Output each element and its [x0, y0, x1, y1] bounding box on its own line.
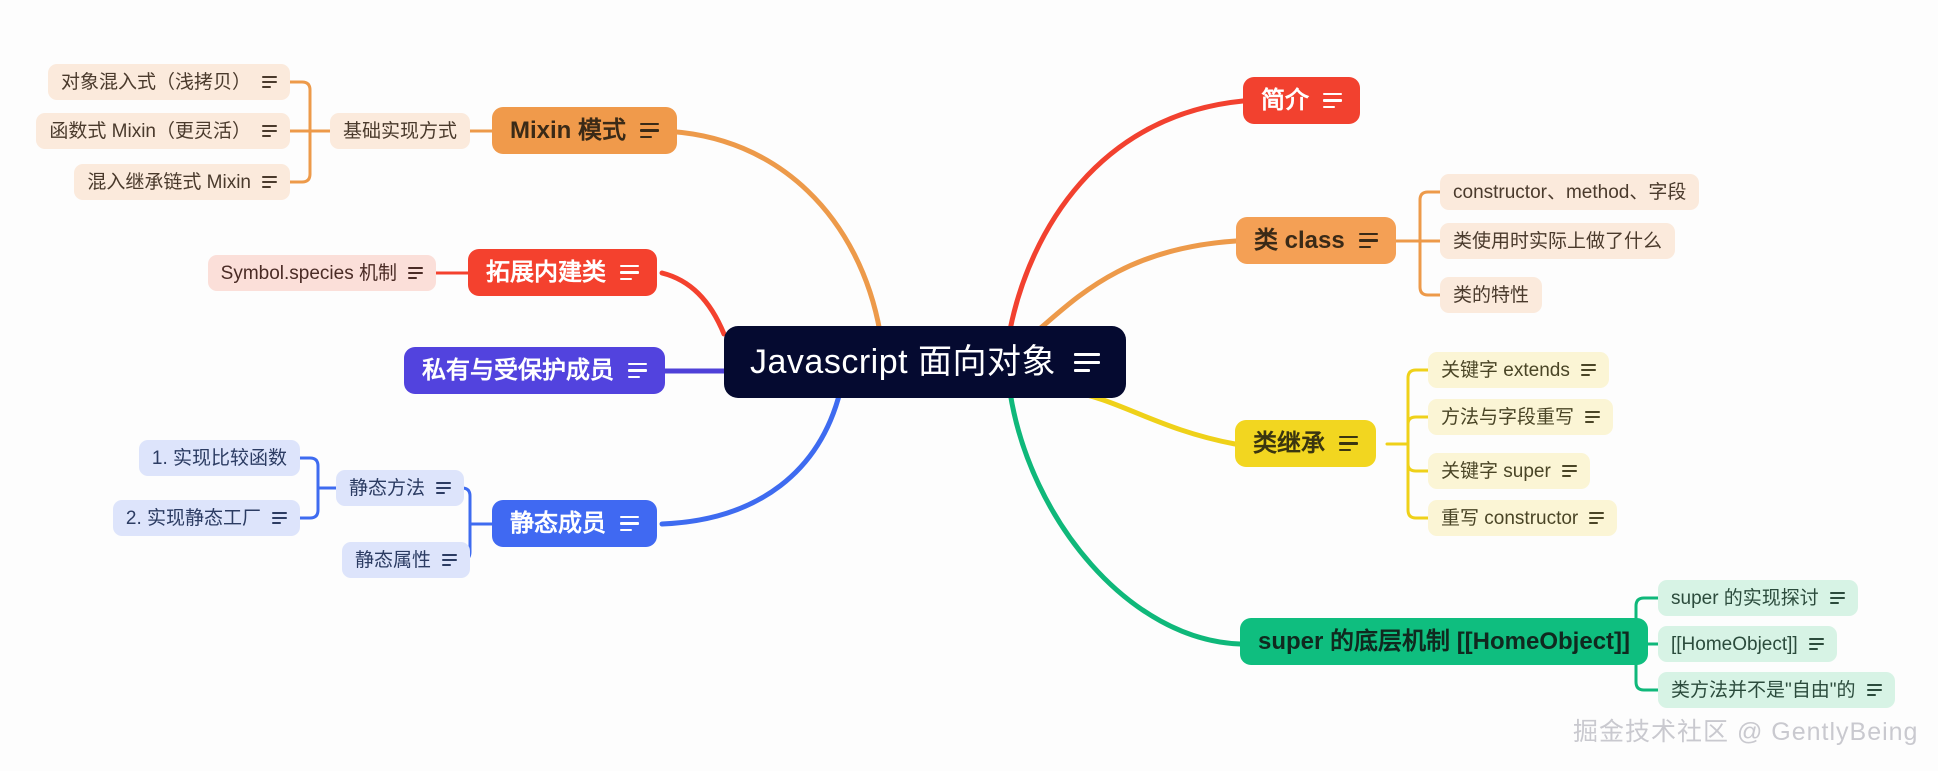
list-icon [620, 515, 639, 532]
watermark: 掘金技术社区 @ GentlyBeing [1573, 718, 1919, 746]
subbranch-node-base[interactable]: 基础实现方式 [330, 113, 471, 149]
branch-node-static[interactable]: 静态成员 [492, 500, 657, 547]
leaf-node[interactable]: 类使用时实际上做了什么 [1440, 223, 1676, 259]
list-icon [272, 512, 287, 524]
edge-root-mixin [659, 128, 883, 335]
leaf-node[interactable]: 函数式 Mixin（更灵活） [36, 113, 290, 149]
root-label: Javascript 面向对象 [750, 343, 1056, 381]
branch-node-private[interactable]: 私有与受保护成员 [404, 347, 665, 394]
list-icon [262, 125, 277, 137]
list-icon [1589, 512, 1605, 524]
leaf-node[interactable]: 类方法并不是"自由"的 [1658, 672, 1895, 708]
leaf-label: 混入继承链式 Mixin [87, 171, 251, 193]
list-icon [408, 267, 423, 279]
leaf-label: 重写 constructor [1441, 507, 1579, 529]
leaf-node[interactable]: 方法与字段重写 [1428, 399, 1614, 435]
leaf-label: 方法与字段重写 [1441, 406, 1575, 428]
branch-node-intro[interactable]: 简介 [1243, 77, 1360, 124]
branch-node-mixin[interactable]: Mixin 模式 [492, 107, 678, 154]
leaf-label: constructor、method、字段 [1453, 181, 1687, 203]
edge-root-static [659, 389, 843, 527]
leaf-node[interactable]: Symbol.species 机制 [207, 255, 436, 291]
leaf-node[interactable]: 重写 constructor [1428, 500, 1618, 536]
edge-root-builtin [659, 270, 727, 337]
leaf-label: 类方法并不是"自由"的 [1671, 679, 1856, 701]
leaf-label: 关键字 extends [1441, 359, 1570, 381]
leaf-node[interactable]: 类的特性 [1440, 277, 1543, 313]
leaf-label: Symbol.species 机制 [220, 262, 397, 284]
leaf-label: 2. 实现静态工厂 [125, 507, 261, 529]
leaf-node[interactable]: 关键字 extends [1428, 352, 1609, 388]
list-icon [1561, 465, 1577, 477]
list-icon [1074, 352, 1100, 372]
branch-node-super[interactable]: super 的底层机制 [[HomeObject]] [1240, 618, 1649, 665]
branch-node-builtin[interactable]: 拓展内建类 [468, 249, 657, 296]
list-icon [442, 554, 458, 566]
leaf-label: 关键字 super [1441, 460, 1551, 482]
subbranch-node-static-prop[interactable]: 静态属性 [342, 542, 471, 578]
leaf-node[interactable]: [[HomeObject]] [1658, 626, 1837, 662]
branch-node-class[interactable]: 类 class [1236, 217, 1396, 264]
list-icon [1339, 435, 1358, 452]
list-icon [436, 482, 452, 494]
edge-root-inherit [1067, 388, 1238, 447]
branch-node-inherit[interactable]: 类继承 [1235, 420, 1376, 467]
leaf-label: 类使用时实际上做了什么 [1453, 230, 1663, 252]
branch-label-static: 静态成员 [510, 509, 606, 537]
list-icon [1358, 232, 1378, 249]
leaf-label: [[HomeObject]] [1671, 633, 1798, 655]
subbranch-label: 静态方法 [349, 477, 426, 499]
list-icon [262, 76, 277, 88]
branch-label-intro: 简介 [1261, 86, 1309, 114]
list-icon [1866, 684, 1882, 696]
subbranch-node-static-method[interactable]: 静态方法 [336, 470, 465, 506]
branch-label-class: 类 class [1254, 226, 1345, 254]
branch-label-private: 私有与受保护成员 [422, 356, 614, 384]
list-icon [640, 122, 660, 139]
leaf-label: super 的实现探讨 [1671, 587, 1819, 609]
leaf-node[interactable]: 混入继承链式 Mixin [74, 164, 290, 200]
leaf-node[interactable]: constructor、method、字段 [1440, 174, 1700, 210]
subbranch-label-base: 基础实现方式 [343, 120, 458, 142]
list-icon [1585, 411, 1601, 423]
branch-label-inherit: 类继承 [1253, 429, 1325, 457]
list-icon [1580, 364, 1596, 376]
leaf-node[interactable]: 关键字 super [1428, 453, 1590, 489]
leaf-label: 类的特性 [1453, 284, 1530, 306]
leaf-node[interactable]: super 的实现探讨 [1658, 580, 1858, 616]
leaf-node[interactable]: 2. 实现静态工厂 [112, 500, 300, 536]
list-icon [620, 264, 639, 281]
list-icon [1829, 592, 1845, 604]
branch-label-builtin: 拓展内建类 [486, 258, 606, 286]
edge-root-intro [1007, 98, 1246, 333]
subbranch-label: 静态属性 [355, 549, 432, 571]
list-icon [1808, 638, 1824, 650]
list-icon [262, 176, 277, 188]
leaf-node[interactable]: 1. 实现比较函数 [138, 440, 300, 476]
leaf-label: 函数式 Mixin（更灵活） [49, 120, 251, 142]
leaf-label: 对象混入式（浅拷贝） [60, 71, 251, 93]
root-node[interactable]: Javascript 面向对象 [724, 326, 1126, 398]
leaf-node[interactable]: 对象混入式（浅拷贝） [47, 64, 290, 100]
edge-root-super [1007, 389, 1243, 647]
list-icon [628, 362, 647, 379]
branch-label-super: super 的底层机制 [[HomeObject]] [1258, 627, 1631, 655]
branch-label-mixin: Mixin 模式 [510, 116, 627, 144]
list-icon [1323, 92, 1342, 109]
leaf-label: 1. 实现比较函数 [151, 447, 287, 469]
